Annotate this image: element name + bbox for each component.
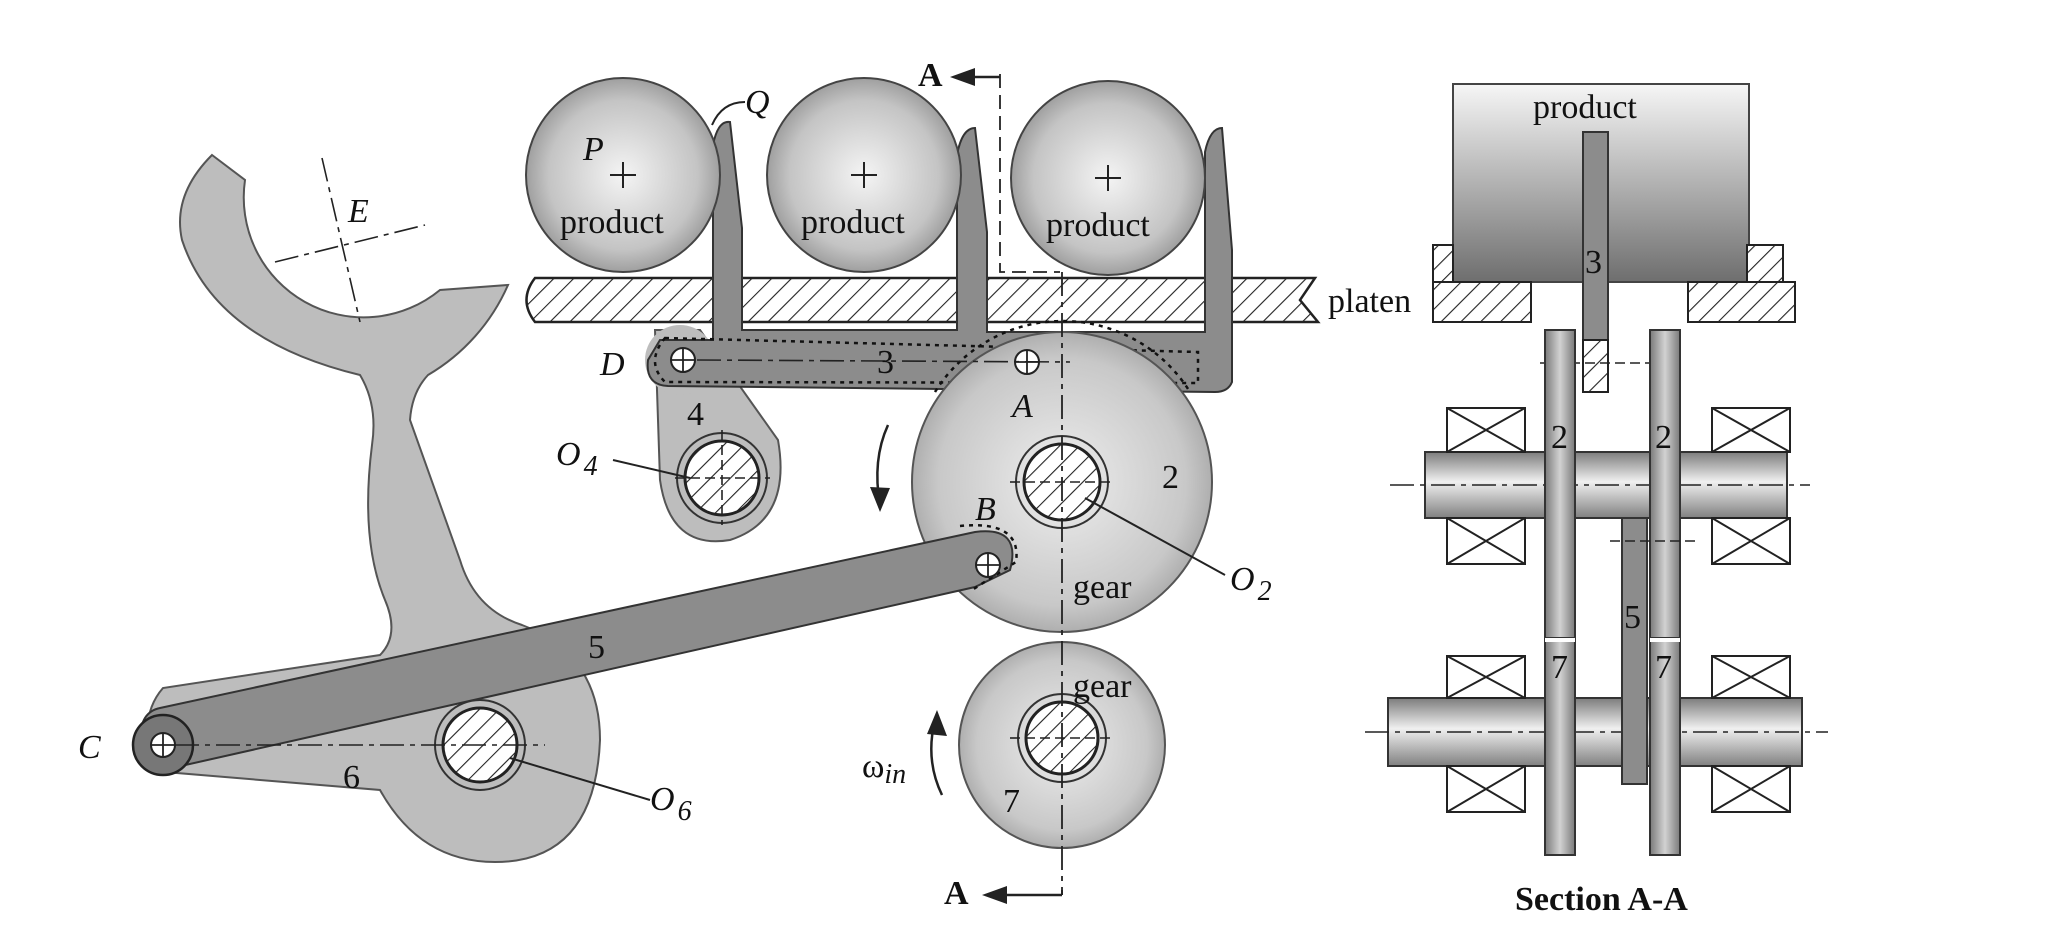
point-b-label: B	[975, 491, 996, 528]
point-d-label: D	[599, 346, 625, 383]
link-3-number: 3	[877, 344, 894, 381]
omega-in-label: ωin	[862, 748, 906, 790]
section-2-left-number: 2	[1551, 419, 1568, 456]
point-e-label: E	[347, 193, 369, 230]
section-gear-2-right	[1649, 329, 1681, 639]
section-3-number: 3	[1585, 244, 1602, 281]
link-4-number: 4	[687, 396, 704, 433]
section-product-label: product	[1533, 89, 1637, 126]
link-3-centerline	[696, 359, 1071, 363]
link-6-number: 6	[343, 759, 360, 796]
point-p-label: P	[582, 131, 604, 168]
section-7-left-number: 7	[1551, 649, 1568, 686]
section-title: Section A-A	[1515, 881, 1688, 918]
point-a-label: A	[1010, 388, 1033, 425]
section-5-number: 5	[1624, 599, 1641, 636]
q-leader	[711, 101, 746, 126]
section-link-5	[1621, 517, 1648, 785]
platen-label: platen	[1328, 283, 1411, 320]
section-2-right-number: 2	[1655, 419, 1672, 456]
o6-leader	[509, 757, 651, 801]
section-marker-bottom: A	[944, 875, 969, 912]
link-3-comb	[646, 120, 1233, 394]
gear-7-number: 7	[1003, 783, 1020, 820]
point-q-label: Q	[745, 84, 770, 121]
hook-e-centerline-h	[274, 224, 426, 263]
section-gear-7-left	[1544, 639, 1576, 856]
platen-bar	[525, 276, 1321, 324]
product-center-marks	[610, 162, 1121, 191]
gear-2-number: 2	[1162, 459, 1179, 496]
section-gear-7-right	[1649, 639, 1681, 856]
section-platen-right	[1687, 281, 1796, 323]
gear-7-label: gear	[1073, 668, 1132, 705]
section-platen-left	[1432, 281, 1532, 323]
section-bearings	[1446, 407, 1791, 813]
product-label-3: product	[1046, 207, 1150, 244]
section-marker-top: A	[918, 57, 943, 94]
hook-e-centerline-v	[321, 157, 361, 323]
section-7-right-number: 7	[1655, 649, 1672, 686]
product-label-2: product	[801, 204, 905, 241]
section-gear-2-left	[1544, 329, 1576, 639]
link-5-number: 5	[588, 629, 605, 666]
o4-leader	[612, 459, 691, 479]
product-label-1: product	[560, 204, 664, 241]
gear-2-label: gear	[1073, 569, 1132, 606]
o2-leader	[1084, 497, 1226, 576]
point-c-label: C	[78, 729, 101, 766]
section-link-3	[1582, 131, 1609, 341]
section-line-top	[999, 74, 1060, 273]
